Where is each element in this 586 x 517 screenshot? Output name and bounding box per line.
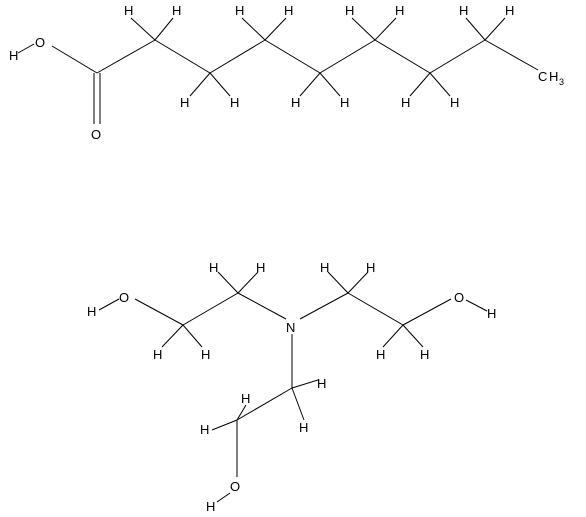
atom-h: H [401,95,410,110]
bond-ch [327,271,349,294]
atom-h: H [284,3,293,18]
bond-c5-c6 [319,39,376,74]
bond-ch [429,72,451,97]
bond-o-h [465,299,488,312]
bond-n-c [299,292,349,320]
bond-c6-c7 [374,39,431,74]
bond-ch [374,17,397,41]
bond-ch [351,17,376,41]
atom-h: H [320,260,329,275]
atom-o: O [230,479,240,494]
bond-ch [291,387,305,421]
atom-h: H [317,376,326,391]
bond-ch [237,271,259,294]
bond-ch [484,17,506,41]
bond-ch [209,72,231,97]
bond-c1-c2 [96,39,156,74]
bond-o-h [17,43,35,54]
atom-o-carbonyl: O [91,127,101,142]
atom-h: H [201,347,210,362]
triethanolamine: N H O H H H H H H H H O H H H H H O H [87,260,496,514]
bond-n-c [237,292,287,320]
bond-ch [189,72,211,97]
atom-h: H [241,391,250,406]
bond-c-o [402,298,452,326]
bond-ch [211,419,238,431]
atom-n: N [286,320,295,335]
bond-ch [402,324,424,348]
bond-o-h [98,298,120,311]
atom-h: H [153,347,162,362]
bond-ch [217,271,239,294]
atom-h: H [256,260,265,275]
bond-ch [319,72,341,97]
atom-h: H [487,306,496,321]
atom-h: H [340,95,349,110]
atom-h: H [124,3,133,18]
atom-h: H [299,420,308,435]
bond-c8-c9 [484,39,539,71]
nonanoic-acid: H O O H H H H H H H H H H H H H H C H 3 [9,3,564,142]
bond-ch [347,271,369,294]
bond-c1-oh [51,45,98,74]
atom-h: H [209,260,218,275]
bond-o-h [216,492,231,503]
bond-ch [382,324,404,348]
bond-ch [154,17,174,41]
atom-h: H [420,347,429,362]
atom-h: H [180,95,189,110]
atom-h: H [172,3,181,18]
bond-ch [241,17,266,41]
atom-h: H [235,3,244,18]
atom-o: O [119,290,129,305]
bond-c-o [134,298,184,326]
atom-h: H [366,260,375,275]
bond-ch [236,404,247,421]
bond-c-c [347,292,404,326]
atom-h-methyl: H [549,69,558,84]
atom-h: H [376,347,385,362]
atom-h: H [230,95,239,110]
bond-ch [409,72,431,97]
bond-c-c [182,292,239,326]
bond-ch [299,72,321,97]
bond-c-c [236,387,293,421]
atom-h: H [291,95,300,110]
bond-ch [264,17,287,41]
atom-c-methyl: C [538,69,547,84]
atom-h: H [505,3,514,18]
bond-c2-c3 [154,39,211,74]
bond-ch [182,324,203,348]
atom-h: H [395,3,404,18]
bond-c3-c4 [209,39,266,74]
bond-ch [130,17,156,41]
atom-h: H [450,95,459,110]
bond-ch [161,324,184,348]
bond-c7-c8 [429,39,486,74]
atom-h: H [459,3,468,18]
atom-h: H [87,304,96,319]
atom-o-hydroxyl: O [35,35,45,50]
atom-h: H [200,422,209,437]
atom-h: H [345,3,354,18]
bond-c4-c5 [264,39,321,74]
atom-h: H [206,499,215,514]
methyl-subscript: 3 [559,77,564,87]
bond-ch [465,17,486,41]
bond-ch [291,379,319,389]
atom-o: O [454,290,464,305]
atom-h: H [9,48,18,63]
